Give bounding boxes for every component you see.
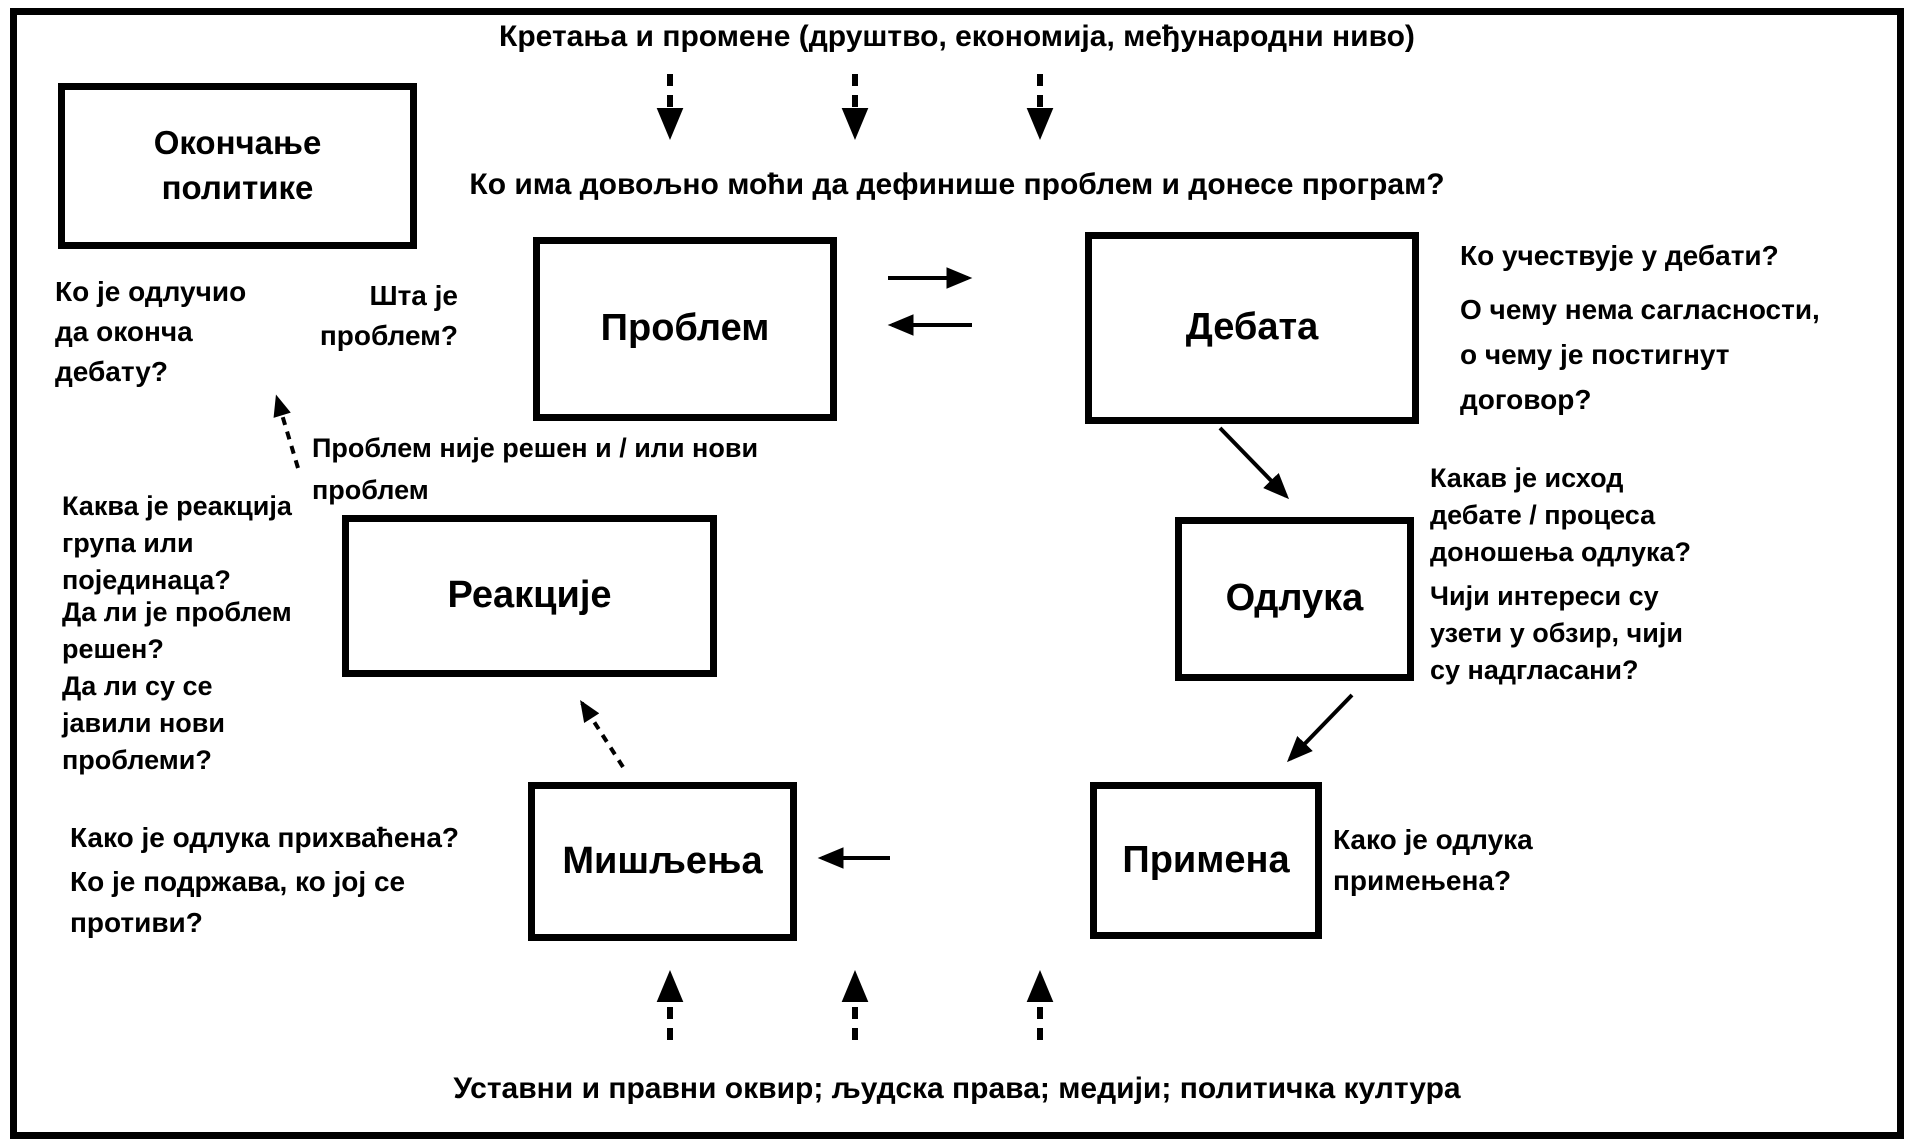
outer-border xyxy=(10,8,1904,1139)
annotation-who-participates: Ко учествује у дебати? xyxy=(1460,240,1779,271)
box-opinions: Мишљења xyxy=(528,782,797,941)
box-problem-label: Проблем xyxy=(600,307,770,350)
annotation-agreement: О чему нема сагласности,о чему је постиг… xyxy=(1460,294,1820,415)
power-question: Ко има довољно моћи да дефинише проблем … xyxy=(469,168,1445,201)
box-reactions: Реакције xyxy=(342,515,717,677)
box-decision: Одлука xyxy=(1175,517,1414,681)
annotation-decision-accepted: Како је одлука прихваћена? xyxy=(70,822,460,853)
box-decision-label: Одлука xyxy=(1225,577,1364,620)
box-problem: Проблем xyxy=(533,237,837,421)
box-debate: Дебата xyxy=(1085,232,1419,424)
top-banner: Кретања и промене (друштво, економија, м… xyxy=(499,20,1415,53)
box-implementation-label: Примена xyxy=(1122,838,1290,881)
box-reactions-label: Реакције xyxy=(447,574,612,617)
box-opinions-label: Мишљења xyxy=(562,839,763,882)
box-implementation: Примена xyxy=(1090,782,1322,939)
bottom-banner: Уставни и правни оквир; људска права; ме… xyxy=(453,1072,1461,1105)
box-debate-label: Дебата xyxy=(1185,306,1319,349)
